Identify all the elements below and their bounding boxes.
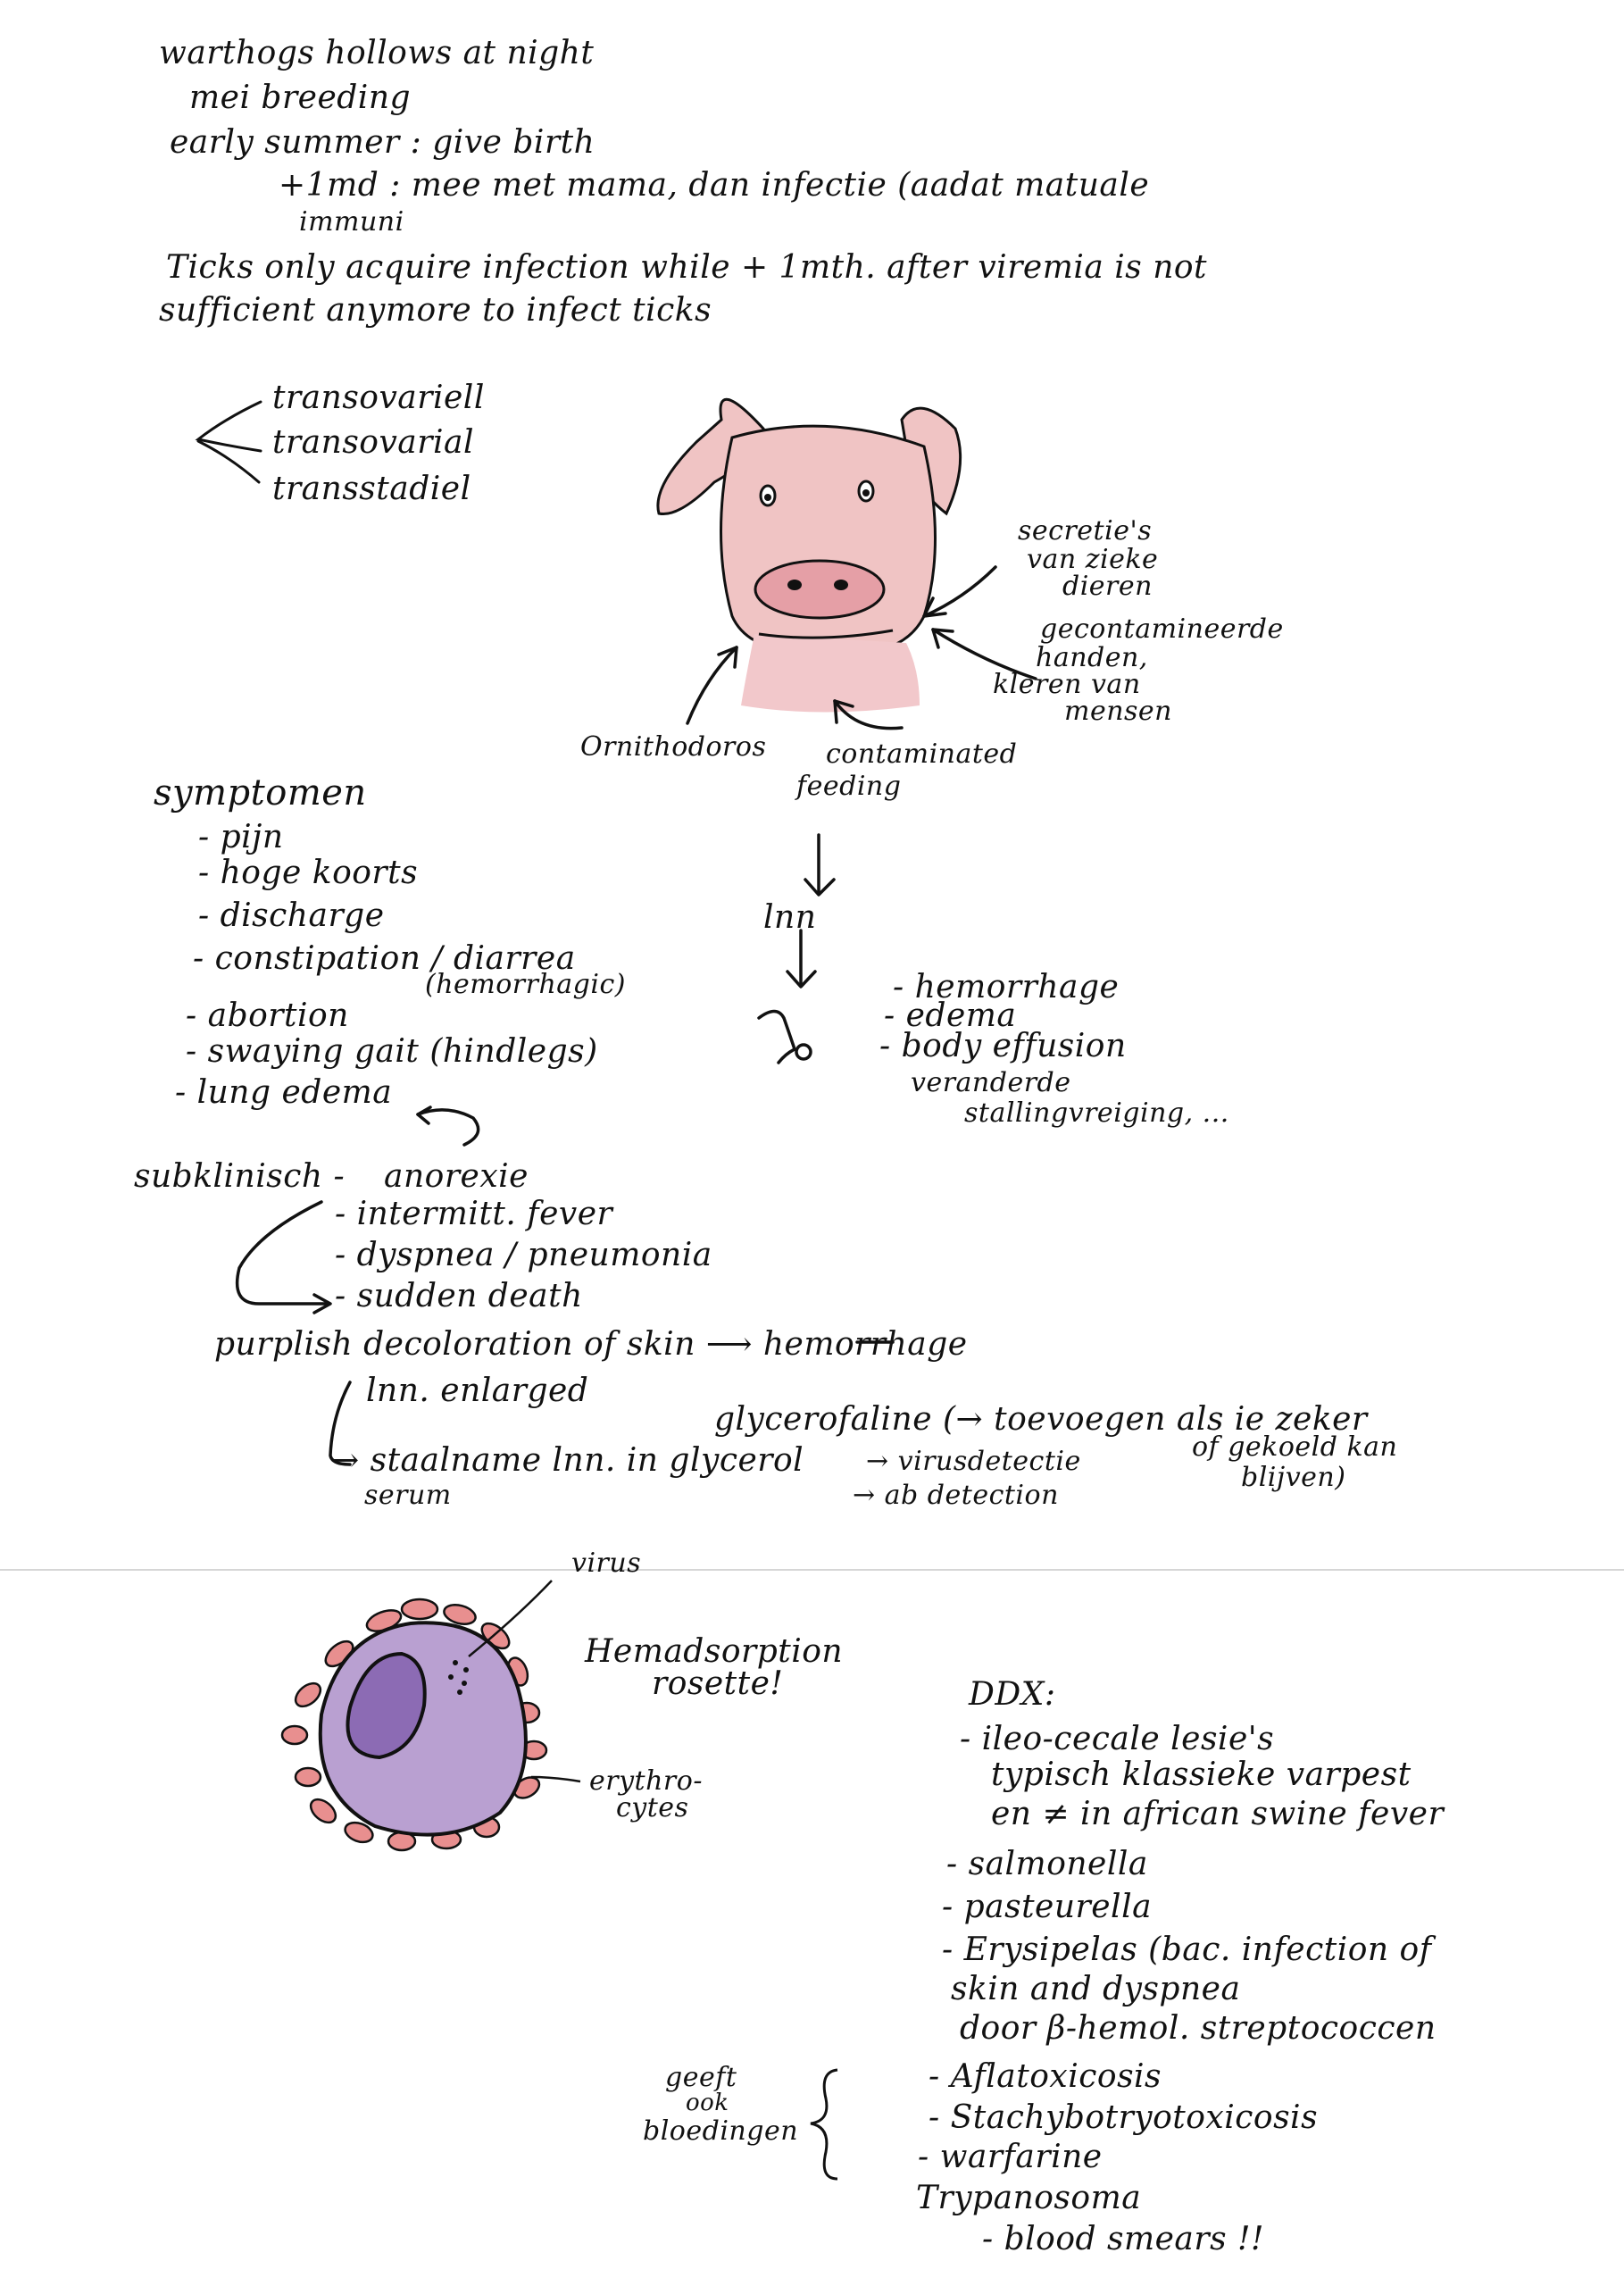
ddx-title: DDX: — [969, 1676, 1056, 1713]
note-line: +1md : mee met mama, dan infectie (aadat… — [279, 167, 1150, 204]
cell-label-virus: virus — [571, 1548, 642, 1579]
subclinical-item: - dyspnea / pneumonia — [335, 1237, 712, 1273]
virus-icon — [448, 1660, 469, 1695]
symptom-item: - abortion — [186, 997, 349, 1034]
purplish-note: purplish decoloration of skin ⟶ hemorrha… — [214, 1326, 968, 1363]
pig-label-secretions: van zieke — [1027, 544, 1159, 575]
symptom-item: - constipation / diarrea — [193, 940, 576, 977]
pig-label-feeding: feeding — [796, 771, 902, 802]
symptom-item: - discharge — [198, 897, 385, 934]
lesion-item: - edema — [884, 997, 1017, 1034]
lesion-item: veranderde — [911, 1067, 1071, 1098]
bleeding-label: geeft — [665, 2062, 737, 2093]
subclinical-label: subklinisch - — [134, 1158, 346, 1195]
note-line: early summer : give birth — [170, 124, 595, 161]
serum-note: serum — [364, 1480, 452, 1511]
transmission-type: transovariell — [272, 380, 485, 416]
ddx-item: - pasteurella — [942, 1889, 1153, 1925]
cell-label-rosette: rosette! — [652, 1665, 784, 1702]
fork-arrow-icon — [195, 400, 262, 453]
symptom-item: (hemorrhagic) — [425, 969, 626, 1000]
symptom-item: - lung edema — [175, 1074, 393, 1111]
ddx-item: - Erysipelas (bac. infection of — [942, 1931, 1432, 1968]
glycero-note: of gekoeld kan — [1192, 1431, 1398, 1463]
bleeding-label: ook — [686, 2090, 729, 2116]
flow-lnn: lnn — [763, 899, 817, 936]
cell-label-erythrocytes: erythro- — [589, 1765, 703, 1797]
note-line: immuni — [299, 206, 404, 238]
ddx-item: en ≠ in african swine fever — [991, 1796, 1445, 1832]
symptoms-title: symptomen — [154, 772, 367, 813]
transmission-type: transovarial — [272, 424, 474, 461]
lesion-item: stallingvreiging, ... — [964, 1097, 1229, 1129]
note-line: sufficient anymore to infect ticks — [159, 292, 712, 329]
symptom-item: - hoge koorts — [198, 855, 419, 891]
ddx-item: - ileo-cecale lesie's — [960, 1721, 1275, 1757]
trypanosoma-note: Trypanosoma — [916, 2180, 1142, 2216]
symptom-item: - swaying gait (hindlegs) — [186, 1033, 598, 1070]
page-divider — [0, 1569, 1624, 1571]
pig-label-secretions: dieren — [1062, 571, 1153, 602]
ab-detection: → ab detection — [853, 1480, 1059, 1511]
glycero-note: blijven) — [1241, 1462, 1346, 1493]
cell-label-erythrocytes: cytes — [616, 1792, 689, 1823]
blood-smear-note: - blood smears !! — [982, 2221, 1264, 2257]
note-line: mei breeding — [189, 79, 412, 116]
pig-label-hands: kleren van — [993, 669, 1141, 700]
symptom-item: - pijn — [198, 819, 284, 855]
ddx-item: typisch klassieke varpest — [991, 1756, 1412, 1793]
glycero-note: glycerofaline (→ toevoegen als ie zeker — [714, 1401, 1368, 1438]
subclinical-item: - sudden death — [335, 1278, 583, 1314]
brace-icon — [810, 2068, 838, 2181]
transmission-type: transstadiel — [272, 471, 471, 507]
ddx-item: door β-hemol. streptococcen — [960, 2010, 1437, 2047]
lesion-item: - body effusion — [879, 1028, 1127, 1064]
arrow-icon — [235, 565, 1037, 1466]
bleeding-label: bloedingen — [643, 2115, 799, 2147]
virus-detection: → virusdetectie — [866, 1446, 1081, 1477]
lesion-item: - hemorrhage — [893, 969, 1120, 1005]
ddx-item: - salmonella — [946, 1846, 1148, 1882]
pig-label-hands: handen, — [1036, 642, 1148, 673]
pig-label-ornithodoros: Ornithodoros — [580, 731, 767, 763]
lnn-enlarged: lnn. enlarged — [366, 1372, 589, 1409]
bleeding-item: - warfarine — [918, 2139, 1103, 2175]
note-line: Ticks only acquire infection while + 1mt… — [166, 249, 1208, 286]
cell-rosette-icon — [280, 1580, 581, 1852]
pig-label-hands: gecontamineerde — [1040, 613, 1284, 645]
pig-drawing-icon — [656, 397, 962, 713]
note-line: warthogs hollows at night — [159, 35, 595, 71]
subclinical-item: anorexie — [384, 1158, 529, 1195]
pig-label-secretions: secretie's — [1018, 515, 1153, 546]
subclinical-item: - intermitt. fever — [335, 1196, 613, 1232]
ddx-item: skin and dyspnea — [951, 1971, 1241, 2007]
fork-arrow-icon — [196, 439, 261, 484]
pig-label-feeding: contaminated — [826, 738, 1018, 770]
bleeding-item: - Stachybotryotoxicosis — [929, 2099, 1319, 2136]
cell-label-rosette: Hemadsorption — [585, 1633, 844, 1670]
staalname-note: → staalname lnn. in glycerol — [332, 1442, 804, 1479]
pig-label-hands: mensen — [1064, 696, 1172, 727]
bleeding-item: - Aflatoxicosis — [929, 2058, 1162, 2095]
